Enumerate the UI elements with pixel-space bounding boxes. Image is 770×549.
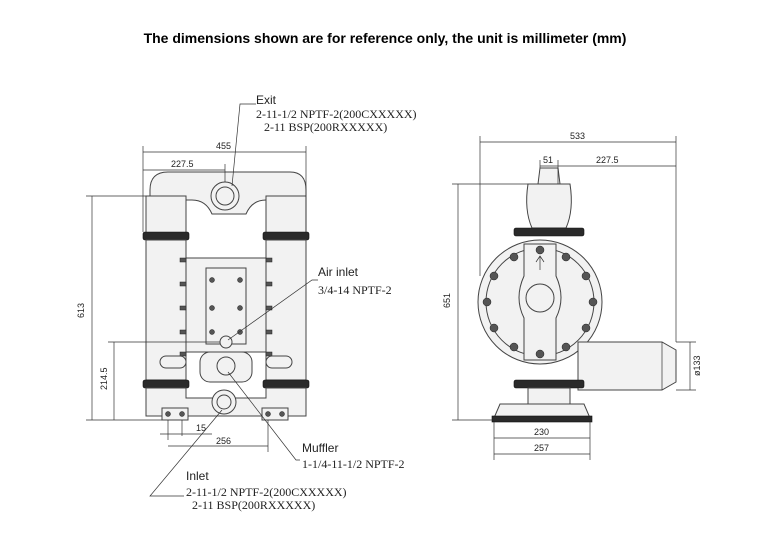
dim-side-651: 651 <box>442 293 452 308</box>
dim-side-51: 51 <box>543 155 553 165</box>
right-top-elbow <box>265 195 307 235</box>
side-outlet-cap <box>537 167 561 185</box>
dim-front-613: 613 <box>76 303 86 318</box>
inlet-port-inner <box>216 394 232 410</box>
side-view-pump <box>477 167 677 423</box>
exit-spec-1: 2-11-1/2 NPTF-2(200CXXXXX) <box>256 107 417 121</box>
dim-side-257: 257 <box>534 443 549 453</box>
dim-side-133: ø133 <box>692 355 702 376</box>
clamp-bottom-right <box>262 379 310 389</box>
exit-port-inner <box>215 186 235 206</box>
air-inlet-label: Air inlet <box>318 265 359 279</box>
side-clamp-top <box>513 227 585 237</box>
page-title: The dimensions shown are for reference o… <box>143 30 627 46</box>
inlet-label: Inlet <box>186 469 209 483</box>
clamp-bottom-left <box>142 379 190 389</box>
front-muffler-port <box>216 356 236 376</box>
left-top-elbow <box>145 195 187 235</box>
side-clamp-bottom <box>513 379 585 389</box>
side-dimension-lines <box>452 136 696 460</box>
callout-leaders <box>149 103 318 497</box>
front-side-bolts <box>179 257 273 357</box>
right-foot <box>261 407 289 421</box>
inlet-spec-1: 2-11-1/2 NPTF-2(200CXXXXX) <box>186 485 347 499</box>
dim-front-455: 455 <box>216 141 231 151</box>
clamp-top-left <box>142 231 190 241</box>
dim-front-227-5: 227.5 <box>171 159 194 169</box>
inlet-spec-2: 2-11 BSP(200RXXXXX) <box>192 498 315 512</box>
air-inlet-spec: 3/4-14 NPTF-2 <box>318 283 392 297</box>
side-muffler <box>577 341 677 391</box>
front-dimension-lines <box>86 146 307 452</box>
front-view-pump <box>142 171 310 421</box>
left-foot <box>161 407 189 421</box>
side-perimeter-bolts <box>482 245 598 359</box>
side-top-manifold <box>526 183 572 229</box>
dim-side-230: 230 <box>534 427 549 437</box>
side-bottom-manifold <box>527 387 571 405</box>
exit-label: Exit <box>256 93 277 107</box>
dim-side-533: 533 <box>570 131 585 141</box>
clamp-top-right <box>262 231 310 241</box>
dim-side-227-5: 227.5 <box>596 155 619 165</box>
side-base-plate <box>491 415 593 423</box>
exit-spec-2: 2-11 BSP(200RXXXXX) <box>264 120 387 134</box>
side-center-hub <box>525 283 555 313</box>
air-inlet-fitting <box>219 335 233 349</box>
muffler-label: Muffler <box>302 441 338 455</box>
dim-front-15: 15 <box>196 423 206 433</box>
dim-front-256: 256 <box>216 436 231 446</box>
dim-front-214-5: 214.5 <box>99 367 109 390</box>
muffler-spec: 1-1/4-11-1/2 NPTF-2 <box>302 457 405 471</box>
